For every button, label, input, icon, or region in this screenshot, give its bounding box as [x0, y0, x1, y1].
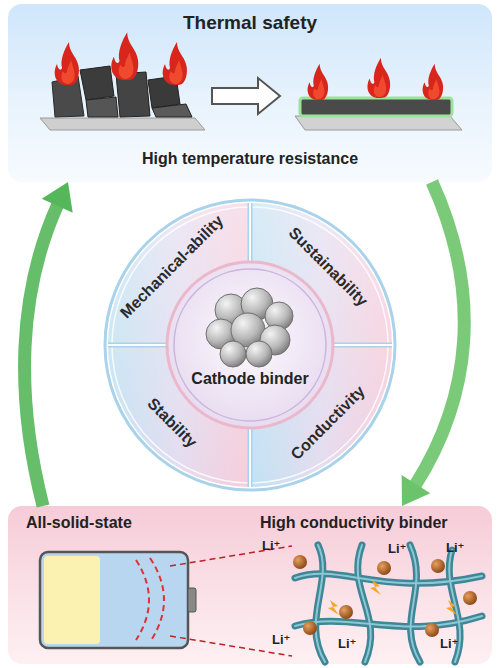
binder-core: Cathode binder	[165, 260, 335, 430]
ion-label: Li⁺	[262, 538, 280, 553]
ion-label: Li⁺	[388, 541, 406, 556]
solid-state-panel: All-solid-state High conductivity binder	[8, 506, 492, 664]
cycle-arrow	[25, 182, 73, 506]
node-heading: All-solid-state	[26, 514, 206, 532]
ion-label: Li⁺	[338, 636, 356, 651]
ion-label: Li⁺	[272, 632, 290, 647]
node-subheading: High conductivity binder	[260, 514, 490, 532]
cycle-arrow	[402, 182, 465, 506]
core-outline	[165, 260, 335, 430]
thermal-panel: Thermal safetyHigh temperature resistanc…	[8, 4, 492, 182]
node-heading: Cathode binder	[165, 370, 335, 388]
node-heading: Thermal safety	[8, 12, 492, 34]
node-subheading: High temperature resistance	[8, 150, 492, 168]
ion-label: Li⁺	[446, 540, 464, 555]
ion-label: Li⁺	[440, 636, 458, 651]
